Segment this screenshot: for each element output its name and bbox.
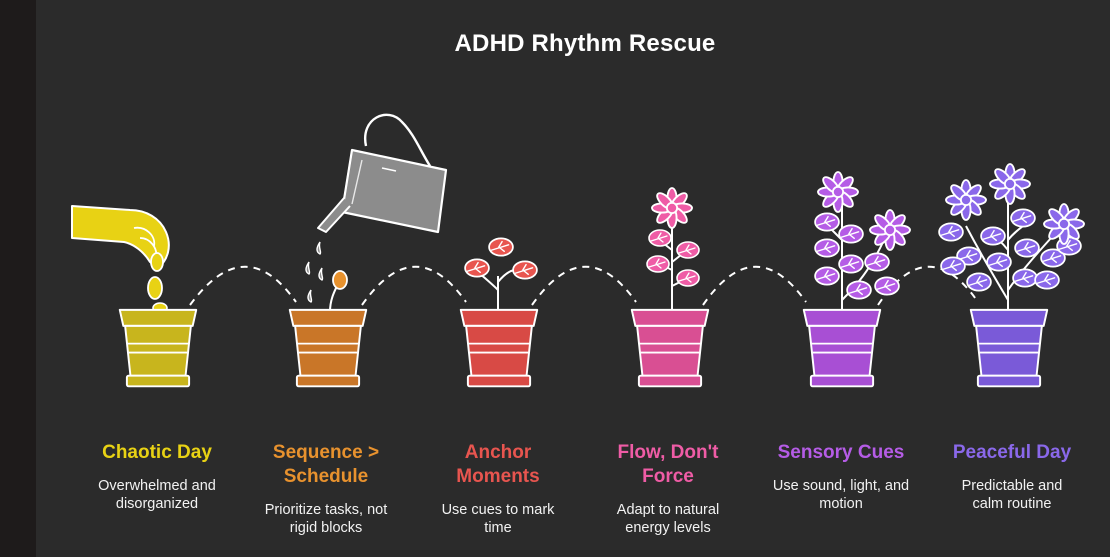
step-peaceful-day: Peaceful Day Predictable and calm routin… (917, 441, 1107, 513)
step-label: Chaotic Day (62, 441, 252, 465)
step-description: Use sound, light, and motion (766, 477, 916, 513)
step-chaotic-day: Chaotic Day Overwhelmed and disorganized (62, 441, 252, 513)
step-description: Use cues to mark time (433, 501, 563, 537)
step-sequence-schedule: Sequence > Schedule Prioritize tasks, no… (231, 441, 421, 537)
step-label: Flow, Don't Force (613, 441, 723, 489)
pot-sequence (290, 310, 366, 386)
step-description: Adapt to natural energy levels (608, 501, 728, 537)
step-description: Overwhelmed and disorganized (92, 477, 222, 513)
step-label: Anchor Moments (448, 441, 548, 489)
connector-arc-2 (362, 267, 466, 305)
pot-sensory (804, 310, 880, 386)
connector-arc-4 (703, 267, 806, 305)
step-sensory-cues: Sensory Cues Use sound, light, and motio… (746, 441, 936, 513)
watering-can-icon (306, 115, 446, 302)
pot-chaotic (120, 310, 196, 386)
seedling-icon (465, 238, 537, 312)
step-label: Sensory Cues (746, 441, 936, 465)
pot-flow (632, 310, 708, 386)
connector-arc-1 (190, 267, 296, 305)
step-flow-dont-force: Flow, Don't Force Adapt to natural energ… (573, 441, 763, 537)
step-description: Prioritize tasks, not rigid blocks (256, 501, 396, 537)
step-label: Peaceful Day (917, 441, 1107, 465)
sprout-icon (330, 271, 347, 312)
seed-hand-icon (72, 206, 169, 313)
budding-flower-icon (647, 188, 699, 312)
flowering-plant-icon (815, 172, 910, 312)
step-description: Predictable and calm routine (952, 477, 1072, 513)
pot-peaceful (971, 310, 1047, 386)
connector-arc-3 (532, 267, 636, 305)
step-anchor-moments: Anchor Moments Use cues to mark time (403, 441, 593, 537)
step-label: Sequence > Schedule (266, 441, 386, 489)
pot-anchor (461, 310, 537, 386)
full-bloom-icon (939, 164, 1084, 312)
